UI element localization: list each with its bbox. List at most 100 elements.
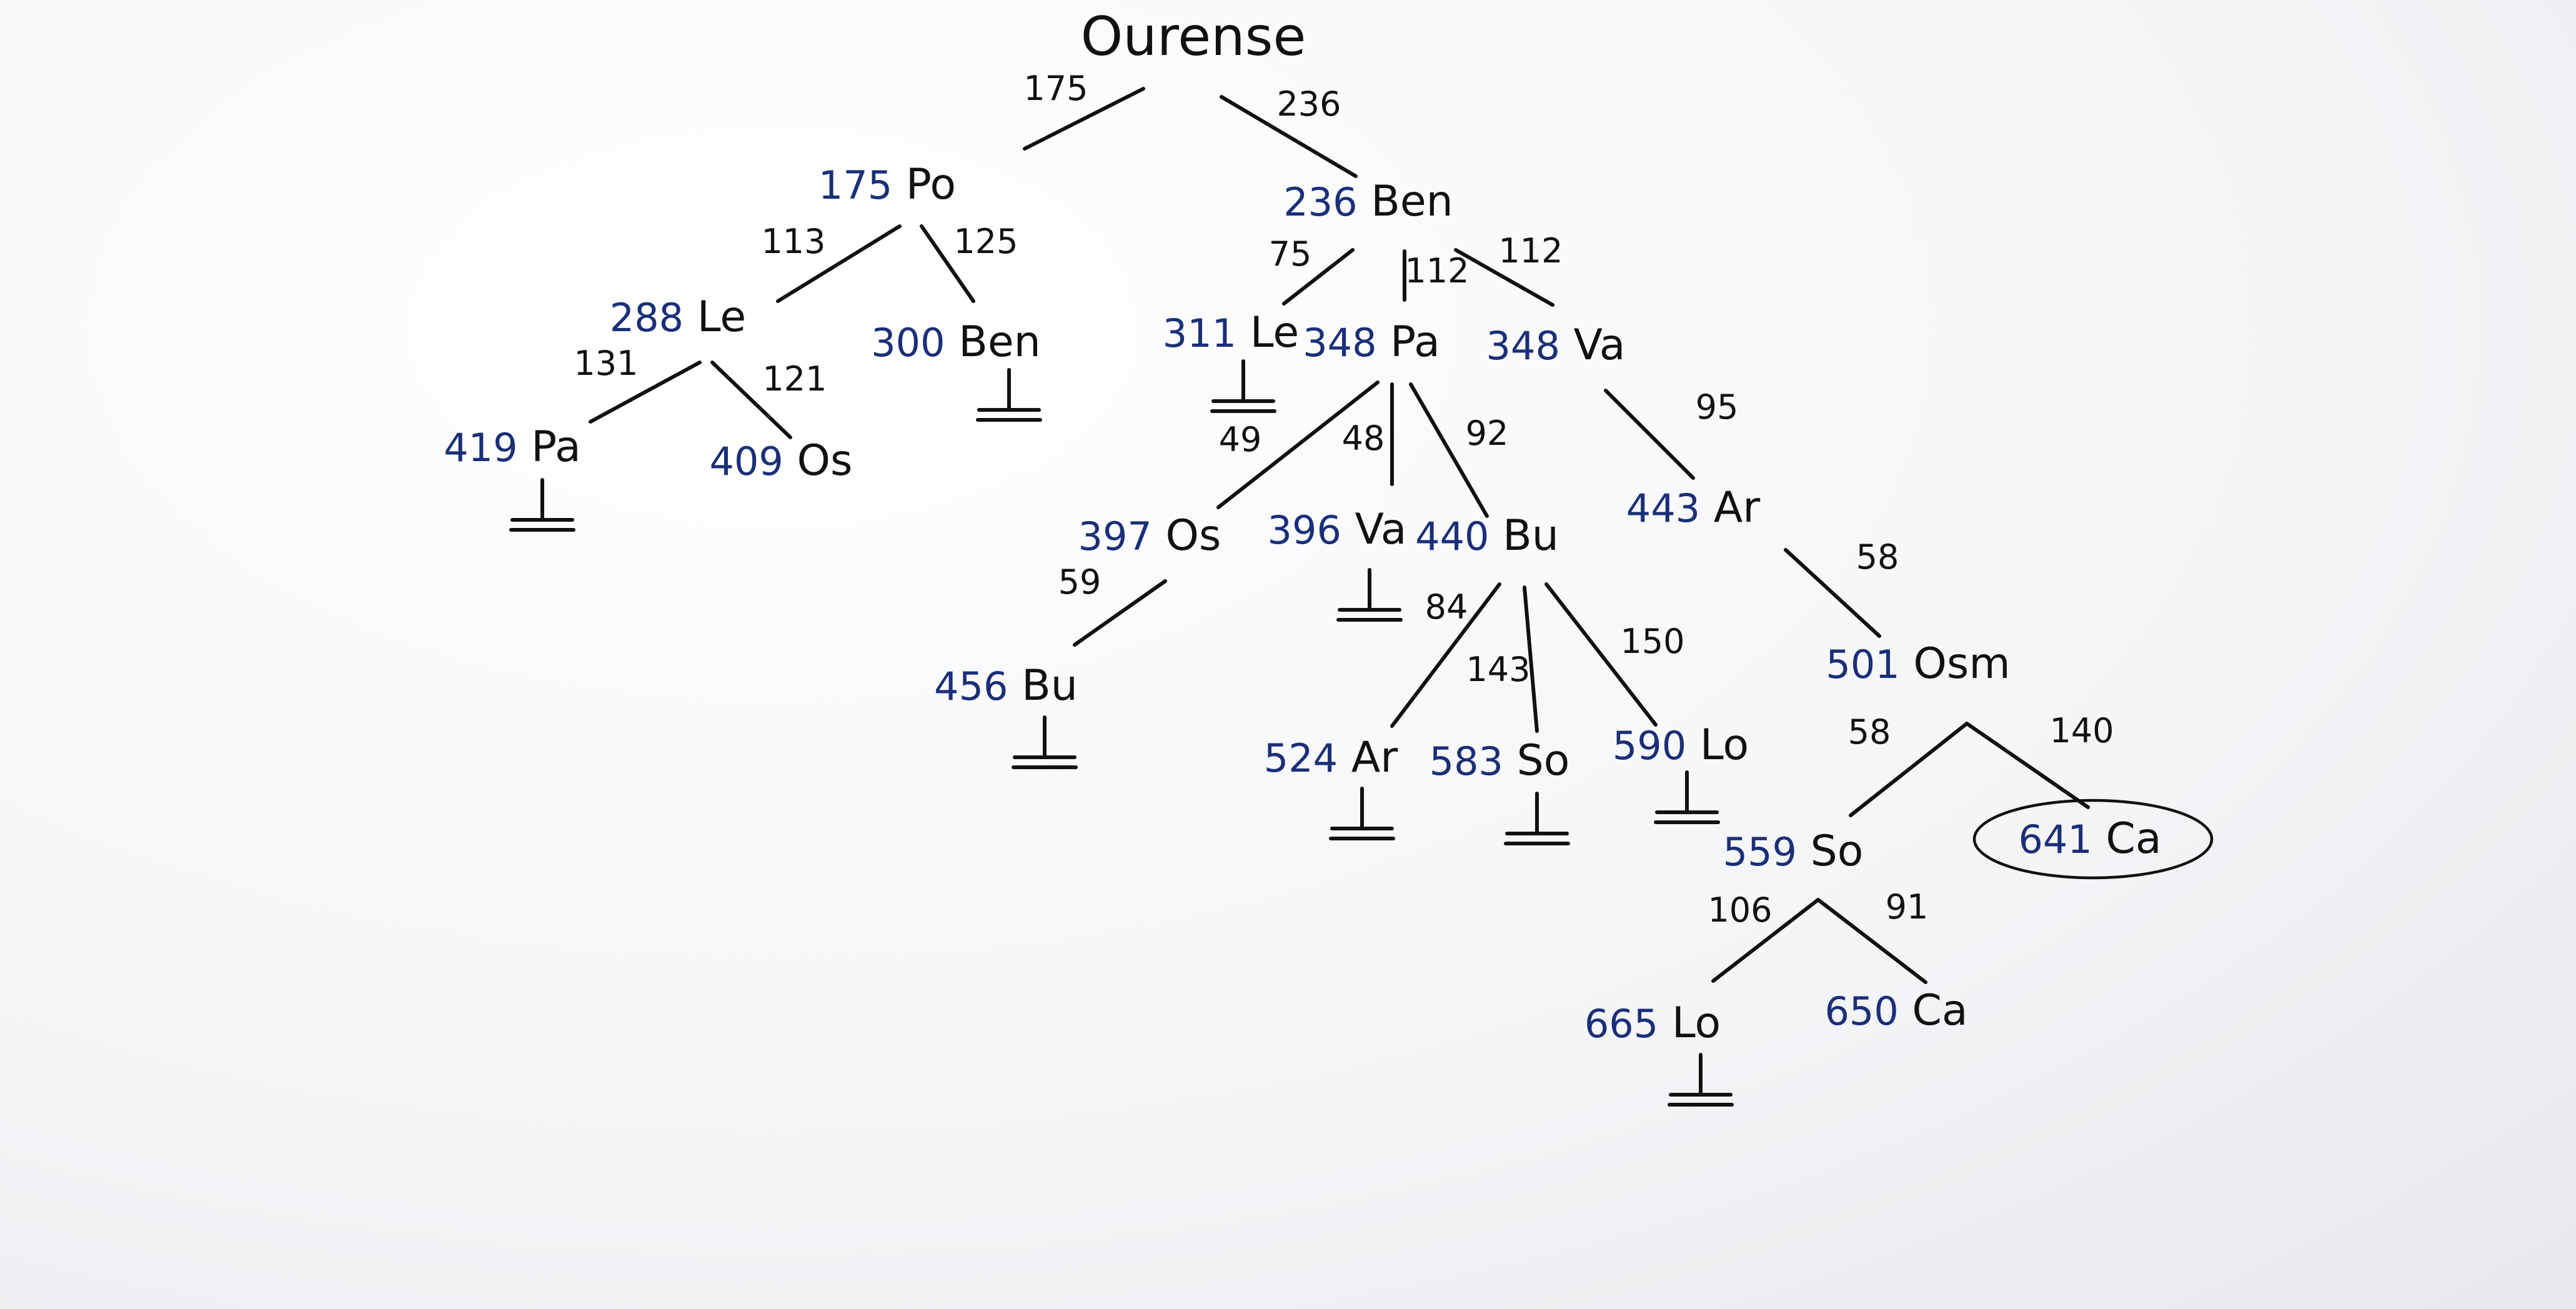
edge-weight-so2-lo2: 106 bbox=[1708, 890, 1772, 930]
svg-text:348 Pa: 348 Pa bbox=[1303, 317, 1440, 367]
edge-ar1-osm bbox=[1784, 548, 1881, 638]
svg-text:175 Po: 175 Po bbox=[818, 160, 956, 209]
edge-weight-po-ben2: 125 bbox=[953, 222, 1018, 261]
node-cost-ar1: 443 bbox=[1626, 485, 1700, 531]
node-city-so1: So bbox=[1517, 736, 1570, 785]
node-cost-lo1: 590 bbox=[1613, 723, 1686, 769]
goal-circle-ca1 bbox=[1972, 799, 2214, 880]
svg-text:348 Va: 348 Va bbox=[1486, 321, 1626, 370]
dead-end-symbol-so1 bbox=[1504, 792, 1570, 845]
edge-bu1-so1 bbox=[1523, 585, 1539, 733]
svg-text:397 Os: 397 Os bbox=[1078, 511, 1221, 560]
edge-ben1-le2 bbox=[1282, 248, 1355, 306]
node-so2: 559 So bbox=[1723, 827, 1864, 876]
edge-osm-so2 bbox=[1849, 722, 1969, 817]
edge-ben1-va1 bbox=[1454, 248, 1554, 307]
node-city-ar2: Ar bbox=[1351, 733, 1398, 782]
edge-le1-pa1 bbox=[589, 361, 702, 424]
node-le2: 311 Le bbox=[1163, 308, 1300, 357]
node-city-osm: Osm bbox=[1913, 639, 2010, 689]
edge-so2-lo2 bbox=[1711, 898, 1820, 983]
node-city-ben1: Ben bbox=[1371, 177, 1453, 226]
svg-text:590 Lo: 590 Lo bbox=[1613, 720, 1749, 770]
node-city-lo2: Lo bbox=[1672, 998, 1721, 1048]
dead-end-symbol-ar2 bbox=[1329, 787, 1395, 840]
node-cost-le2: 311 bbox=[1163, 311, 1236, 356]
edge-po-le1 bbox=[776, 224, 902, 303]
edge-weight-le1-os1: 121 bbox=[762, 359, 827, 399]
node-cost-os2: 397 bbox=[1078, 514, 1152, 559]
edge-weight-pa2-os2: 49 bbox=[1219, 420, 1262, 459]
edge-weight-le1-pa1: 131 bbox=[574, 344, 638, 383]
node-ar1: 443 Ar bbox=[1626, 483, 1760, 532]
edge-pa2-bu1 bbox=[1409, 382, 1489, 518]
edge-weight-os2-bu2: 59 bbox=[1058, 562, 1102, 602]
edge-weight-bu1-ar2: 84 bbox=[1425, 587, 1468, 627]
node-cost-os1: 409 bbox=[710, 439, 783, 484]
node-city-bu2: Bu bbox=[1022, 661, 1078, 710]
node-cost-ben1: 236 bbox=[1283, 179, 1357, 225]
node-city-ben2: Ben bbox=[958, 317, 1041, 367]
node-cost-pa1: 419 bbox=[444, 425, 517, 470]
svg-text:501 Osm: 501 Osm bbox=[1826, 639, 2010, 689]
node-ca1: 641 Ca bbox=[1972, 799, 2214, 880]
node-va1: 348 Va bbox=[1486, 321, 1626, 370]
edge-weight-ben1-pa2: 112 bbox=[1405, 251, 1469, 291]
node-cost-ben2: 300 bbox=[871, 320, 945, 366]
node-cost-po: 175 bbox=[818, 162, 892, 208]
node-cost-lo2: 665 bbox=[1584, 1001, 1658, 1047]
node-city-ar1: Ar bbox=[1714, 483, 1761, 532]
node-pa2: 348 Pa bbox=[1303, 317, 1440, 367]
node-cost-ca2: 650 bbox=[1824, 988, 1898, 1034]
svg-text:443 Ar: 443 Ar bbox=[1626, 483, 1760, 532]
dead-end-symbol-pa1 bbox=[509, 478, 575, 532]
node-ben1: 236 Ben bbox=[1283, 177, 1453, 226]
dead-end-symbol-le2 bbox=[1210, 359, 1276, 413]
node-le1: 288 Le bbox=[610, 292, 747, 342]
svg-text:440 Bu: 440 Bu bbox=[1415, 511, 1559, 560]
node-city-lo1: Lo bbox=[1700, 720, 1749, 770]
edge-le1-os1 bbox=[710, 361, 792, 439]
node-pa1: 419 Pa bbox=[444, 422, 581, 472]
node-os1: 409 Os bbox=[710, 436, 853, 485]
node-cost-le1: 288 bbox=[610, 295, 684, 341]
edge-root-ben1 bbox=[1220, 95, 1358, 178]
dead-end-symbol-lo1 bbox=[1654, 770, 1720, 824]
node-city-so2: So bbox=[1811, 827, 1864, 876]
edge-weight-ar1-osm: 58 bbox=[1856, 537, 1899, 577]
node-cost-bu2: 456 bbox=[934, 664, 1008, 709]
node-po: 175 Po bbox=[818, 160, 956, 209]
node-ca2: 650 Ca bbox=[1824, 986, 1967, 1035]
svg-text:456 Bu: 456 Bu bbox=[934, 661, 1078, 710]
edge-pa2-os2 bbox=[1216, 381, 1380, 509]
node-osm: 501 Osm bbox=[1826, 639, 2010, 689]
edge-weight-so2-ca2: 91 bbox=[1886, 887, 1929, 927]
edge-weight-pa2-va2: 48 bbox=[1342, 419, 1385, 458]
edge-so2-ca2 bbox=[1816, 898, 1927, 984]
svg-text:583 So: 583 So bbox=[1430, 736, 1570, 785]
node-lo2: 665 Lo bbox=[1584, 998, 1721, 1048]
node-city-pa2: Pa bbox=[1390, 317, 1440, 367]
node-city-ca1: Ca bbox=[2106, 814, 2161, 864]
node-ar2: 524 Ar bbox=[1264, 733, 1398, 782]
edge-weight-po-le1: 113 bbox=[761, 222, 825, 261]
node-city-le2: Le bbox=[1250, 308, 1300, 357]
node-cost-ca1: 641 bbox=[2018, 817, 2092, 862]
edge-weight-ben1-va1: 112 bbox=[1498, 231, 1563, 271]
node-city-va2: Va bbox=[1355, 505, 1407, 554]
node-city-le1: Le bbox=[697, 292, 747, 342]
node-so1: 583 So bbox=[1430, 736, 1570, 785]
dead-end-symbol-lo2 bbox=[1668, 1053, 1734, 1107]
svg-text:409 Os: 409 Os bbox=[710, 436, 853, 485]
node-city-pa1: Pa bbox=[531, 422, 581, 472]
svg-text:641 Ca: 641 Ca bbox=[2018, 814, 2161, 864]
svg-text:288 Le: 288 Le bbox=[610, 292, 747, 342]
node-cost-pa2: 348 bbox=[1303, 320, 1376, 366]
edge-weight-root-po: 175 bbox=[1023, 69, 1088, 108]
node-ben2: 300 Ben bbox=[871, 317, 1041, 367]
edge-os2-bu2 bbox=[1073, 579, 1167, 647]
edge-bu1-lo1 bbox=[1544, 582, 1658, 727]
edge-weight-osm-ca1: 140 bbox=[2049, 711, 2114, 750]
